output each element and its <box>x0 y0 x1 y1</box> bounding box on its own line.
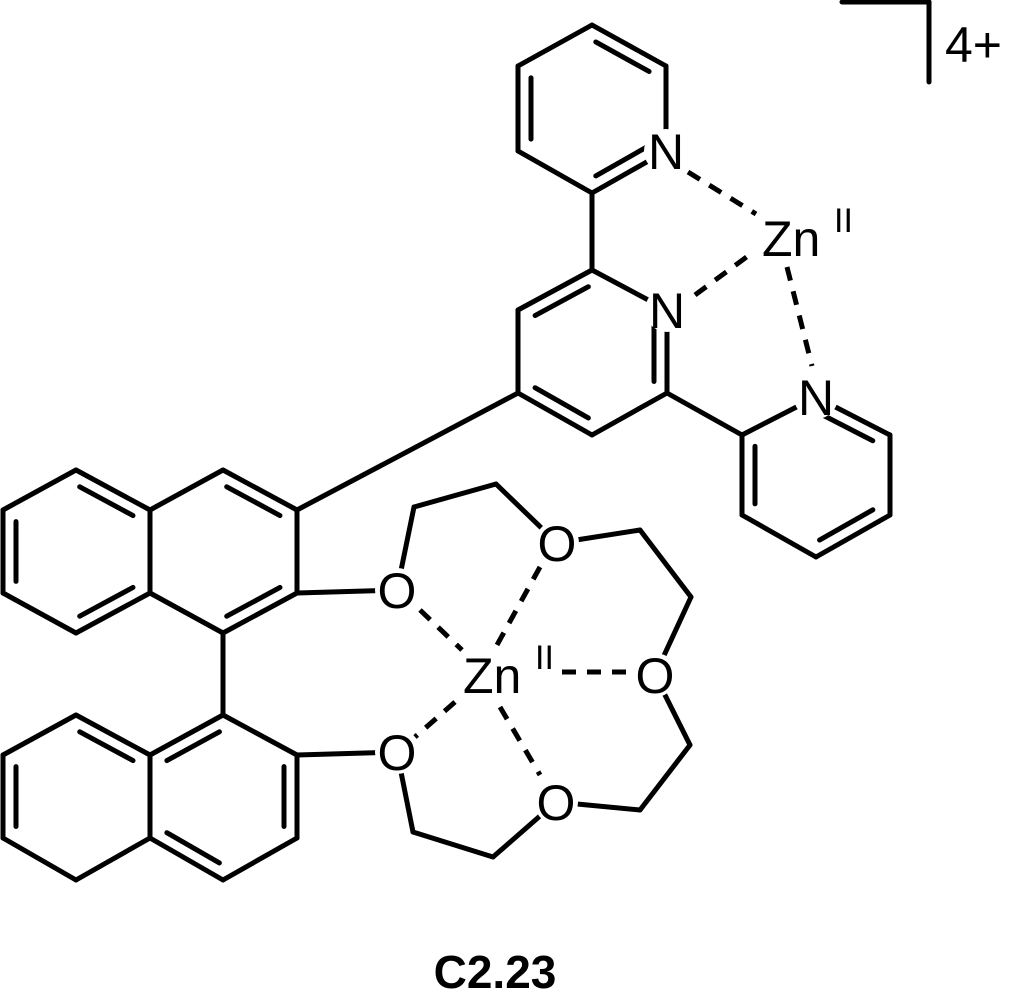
nitrogen-atom: N <box>649 283 685 339</box>
single-bond <box>294 390 521 513</box>
coordination-bond <box>413 700 457 739</box>
pyridine-right-bond <box>739 512 819 560</box>
naphthalene-lower-bond <box>147 712 226 758</box>
single-bond <box>664 390 745 438</box>
pyridine-central-bond <box>515 390 595 438</box>
naphthalene-upper-bond <box>73 590 153 636</box>
charge-bracket <box>839 0 932 85</box>
nitrogen-atom-background <box>644 129 688 173</box>
naphthalene-lower-bond <box>220 712 300 758</box>
pyridine-right-bond <box>813 512 893 560</box>
oxygen-atom: O <box>537 775 576 831</box>
crown-ether-bond <box>411 481 499 510</box>
double-bond-line <box>164 830 222 866</box>
naphthalene-upper-bond <box>147 467 226 513</box>
zinc-atom-upper: Zn <box>762 211 820 267</box>
double-bond-line <box>77 484 136 519</box>
oxygen-atom-background <box>535 521 579 565</box>
double-bond-line <box>532 284 591 319</box>
naphthalene-lower-bond <box>0 712 79 758</box>
pyridine-top-bond <box>515 148 595 196</box>
pyridine-central-bond <box>589 390 670 438</box>
naphthalene-lower-bond <box>73 835 153 883</box>
double-bond-line <box>593 143 652 179</box>
oxygen-atom: O <box>538 516 577 572</box>
double-bond-line <box>164 729 222 764</box>
oxygen-atom: O <box>636 648 675 704</box>
naphthalene-upper-bond <box>0 467 79 513</box>
crown-ether-bond <box>410 829 496 860</box>
charge-label: 4+ <box>945 17 1002 73</box>
double-bond-line <box>532 385 591 421</box>
oxygen-atom: O <box>378 563 417 619</box>
naphthalene-lower-bond <box>147 835 226 883</box>
naphthalene-lower-bond <box>0 835 79 883</box>
naphthalene-lower-bond <box>73 712 153 758</box>
naphthalene-upper-bond <box>73 467 153 513</box>
nitrogen-atom: N <box>648 124 684 180</box>
coordination-bond <box>494 565 543 647</box>
coordination-bond <box>784 266 815 367</box>
naphthalene-upper-bond <box>0 590 79 636</box>
coordination-bond <box>497 705 543 777</box>
double-bond-line <box>77 729 136 764</box>
bonds <box>0 22 893 883</box>
naphthalene-lower-bond <box>220 835 300 883</box>
crown-ether-bond <box>637 742 693 813</box>
oxygen-atom-background <box>534 780 578 824</box>
coordination-bonds <box>413 169 815 777</box>
compound-label: C2.23 <box>434 946 557 998</box>
double-bond-line <box>817 410 876 444</box>
crown-ether-bond <box>637 527 694 600</box>
nitrogen-atom: N <box>798 370 834 426</box>
coordination-bond <box>693 250 754 298</box>
double-bond-line <box>817 507 876 543</box>
double-bond-line <box>593 39 652 74</box>
double-bond-line <box>224 584 283 619</box>
pyridine-central-bond <box>515 267 595 313</box>
naphthalene-upper-bond <box>220 467 300 513</box>
nitrogen-atom-background <box>645 288 689 332</box>
oxygen-atom: O <box>378 725 417 781</box>
zinc-atom-lower-oxidation-state: II <box>535 639 554 677</box>
pyridine-top-bond <box>515 22 595 69</box>
nitrogen-atom-background <box>794 375 838 419</box>
oxygen-atom-background <box>375 730 419 774</box>
zinc-atom-upper-oxidation-state: II <box>834 202 853 240</box>
double-bond-line <box>77 584 136 619</box>
coordination-bond <box>418 608 464 652</box>
double-bond-line <box>224 484 283 519</box>
naphthalene-upper-bond <box>220 590 300 636</box>
oxygen-atom-background <box>633 653 677 697</box>
zinc-atom-lower: Zn <box>463 648 521 704</box>
oxygen-atom-background <box>375 568 419 612</box>
coordination-bond <box>686 169 758 217</box>
naphthalene-upper-bond <box>147 590 226 636</box>
pyridine-top-bond <box>589 22 669 69</box>
